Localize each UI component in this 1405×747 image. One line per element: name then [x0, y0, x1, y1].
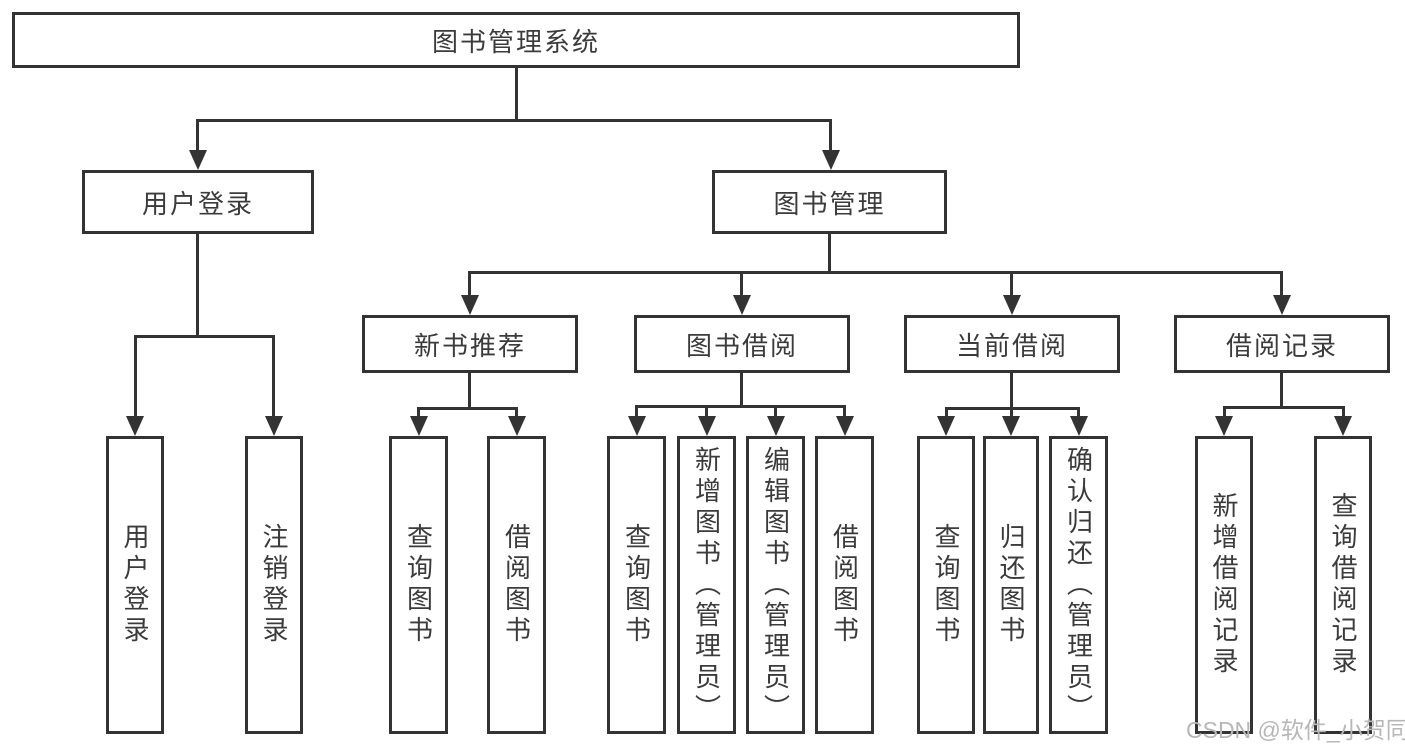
arrow-down-icon — [836, 416, 854, 436]
node-root: 图书管理系统 — [12, 12, 1020, 68]
arrow-down-icon — [1334, 416, 1352, 436]
node-borrow-records-label: 借阅记录 — [1225, 330, 1338, 361]
connector-line — [417, 407, 420, 417]
leaf-query-borrow-record: 查询借阅记录 — [1314, 436, 1372, 734]
connector-line — [515, 407, 518, 417]
connector-line — [1223, 406, 1226, 417]
connector-line — [828, 234, 831, 273]
connector-line — [515, 68, 518, 121]
arrow-down-icon — [1003, 295, 1021, 315]
connector-line — [635, 405, 638, 417]
arrow-down-icon — [1070, 416, 1088, 436]
leaf-return-book: 归还图书 — [983, 436, 1039, 734]
node-user-login-label: 用户登录 — [141, 188, 254, 219]
leaf-user-login-label: 用户登录 — [120, 523, 150, 647]
leaf-query-book-label: 查询图书 — [403, 523, 434, 647]
arrow-down-icon — [628, 416, 646, 436]
connector-line — [740, 373, 743, 407]
connector-line — [829, 119, 832, 152]
connector-line — [418, 407, 518, 410]
arrow-down-icon — [937, 416, 955, 436]
connector-line — [945, 407, 948, 417]
arrow-down-icon — [126, 416, 144, 436]
arrow-down-icon — [189, 150, 207, 170]
leaf-confirm-return-admin: 确认归还（管理员） — [1049, 436, 1108, 734]
connector-line — [1280, 373, 1283, 408]
node-book-borrowing: 图书借阅 — [634, 315, 850, 373]
connector-line — [196, 119, 199, 152]
connector-line — [1010, 407, 1013, 417]
connector-line — [196, 119, 832, 122]
connector-line — [705, 405, 708, 417]
leaf-confirm-return-admin-label: 确认归还（管理员） — [1063, 445, 1094, 725]
arrow-down-icon — [733, 295, 751, 315]
connector-line — [843, 405, 846, 417]
connector-line — [774, 405, 777, 417]
arrow-down-icon — [508, 416, 526, 436]
leaf-add-borrow-record-label: 新增借阅记录 — [1209, 492, 1239, 678]
arrow-down-icon — [767, 416, 785, 436]
leaf-query-book: 查询图书 — [917, 436, 975, 734]
node-current-borrowing: 当前借阅 — [904, 315, 1120, 373]
connector-line — [196, 234, 199, 337]
node-new-book-recommend-label: 新书推荐 — [413, 330, 526, 361]
connector-line — [1010, 271, 1013, 297]
leaf-logout-label: 注销登录 — [259, 523, 289, 647]
leaf-borrow-book: 借阅图书 — [815, 436, 874, 734]
connector-line — [134, 335, 275, 338]
connector-line — [272, 335, 275, 418]
node-root-label: 图书管理系统 — [431, 26, 600, 57]
arrow-down-icon — [410, 416, 428, 436]
node-user-login: 用户登录 — [82, 170, 314, 234]
leaf-edit-book-admin-label: 编辑图书（管理员） — [760, 445, 791, 725]
leaf-query-book-label: 查询图书 — [621, 523, 652, 647]
connector-line — [134, 335, 137, 418]
arrow-down-icon — [265, 416, 283, 436]
leaf-borrow-book: 借阅图书 — [487, 436, 546, 734]
leaf-user-login: 用户登录 — [106, 436, 164, 734]
leaf-add-borrow-record: 新增借阅记录 — [1195, 436, 1253, 734]
leaf-return-book-label: 归还图书 — [996, 523, 1026, 647]
arrow-down-icon — [1002, 416, 1020, 436]
leaf-query-book-label: 查询图书 — [931, 523, 961, 647]
connector-line — [1280, 271, 1283, 297]
connector-line — [1010, 373, 1013, 409]
leaf-add-book-admin-label: 新增图书（管理员） — [691, 445, 722, 725]
leaf-query-borrow-record-label: 查询借阅记录 — [1328, 492, 1358, 678]
node-borrow-records: 借阅记录 — [1174, 315, 1390, 373]
connector-line — [469, 271, 1283, 274]
node-new-book-recommend: 新书推荐 — [362, 315, 578, 373]
connector-line — [636, 405, 846, 408]
node-book-borrowing-label: 图书借阅 — [685, 330, 798, 361]
leaf-borrow-book-label: 借阅图书 — [829, 523, 860, 647]
arrow-down-icon — [698, 416, 716, 436]
node-book-management: 图书管理 — [712, 170, 947, 234]
leaf-borrow-book-label: 借阅图书 — [501, 523, 532, 647]
leaf-query-book: 查询图书 — [389, 436, 448, 734]
connector-line — [468, 373, 471, 409]
arrow-down-icon — [822, 150, 840, 170]
leaf-add-book-admin: 新增图书（管理员） — [677, 436, 736, 734]
connector-line — [1342, 406, 1345, 417]
leaf-logout: 注销登录 — [245, 436, 303, 734]
watermark: CSDN @软件_小贺同学 — [1186, 717, 1405, 743]
leaf-edit-book-admin: 编辑图书（管理员） — [746, 436, 805, 734]
node-book-management-label: 图书管理 — [773, 188, 886, 219]
leaf-query-book: 查询图书 — [607, 436, 666, 734]
arrow-down-icon — [1215, 416, 1233, 436]
connector-line — [1224, 406, 1344, 409]
arrow-down-icon — [461, 295, 479, 315]
arrow-down-icon — [1273, 295, 1291, 315]
node-current-borrowing-label: 当前借阅 — [955, 330, 1068, 361]
connector-line — [468, 271, 471, 297]
connector-line — [740, 271, 743, 297]
connector-line — [1077, 407, 1080, 417]
